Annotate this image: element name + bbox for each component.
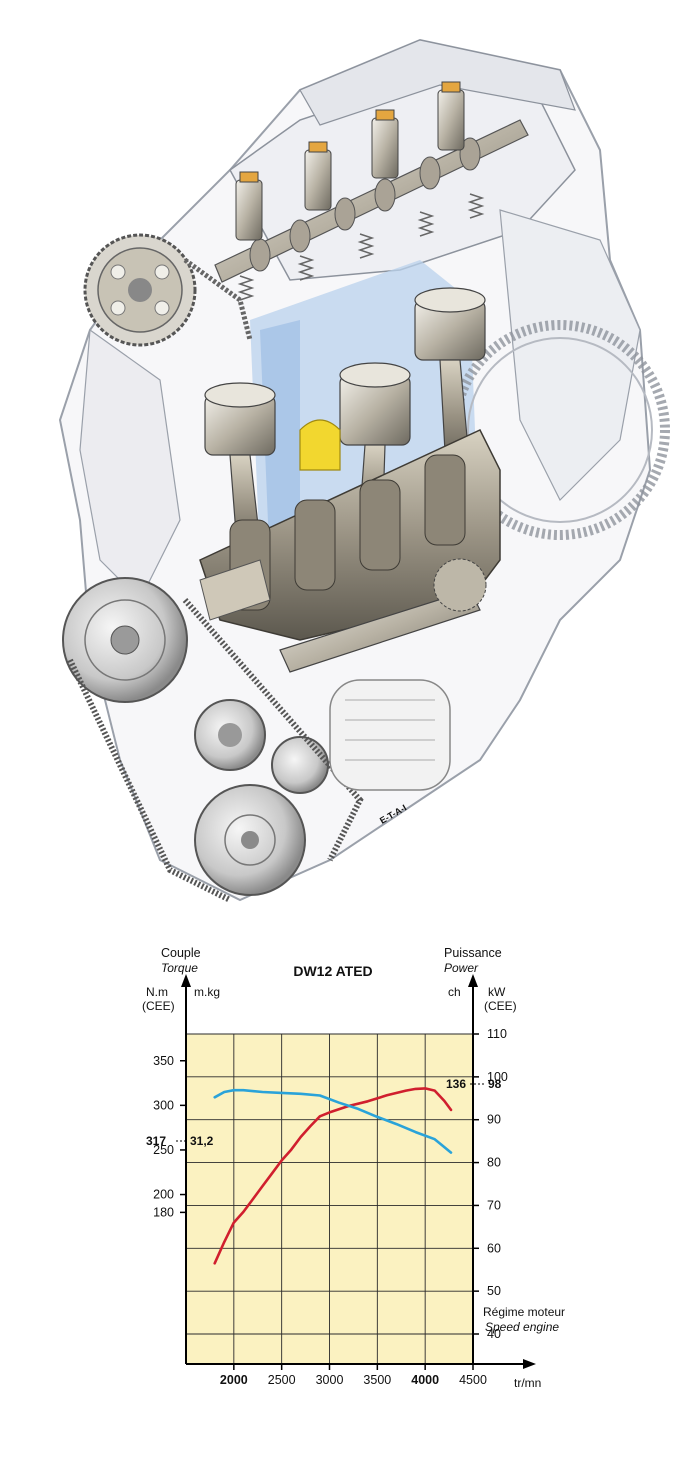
right-tick-label: 110 [487,1027,507,1041]
alternator [329,679,451,791]
left-tick-label: 200 [153,1188,174,1202]
torque-unit-cee: (CEE) [142,999,175,1013]
valve-springs [237,193,485,301]
power-label-fr: Puissance [444,946,502,960]
chart-title: DW12 ATED [293,963,372,979]
x-axis-arrow [523,1359,536,1369]
x-tick-label: 2000 [220,1373,248,1387]
right-tick-label: 80 [487,1156,501,1170]
series-line-torque [213,1088,453,1154]
torque-label-fr: Couple [161,946,201,960]
timing-belt-gear [83,233,253,347]
marked-power-kw: 98 [488,1077,502,1091]
x-axis-unit: tr/mn [514,1376,541,1390]
marked-power-ch: 136 [446,1077,466,1091]
marked-torque-nm: 317 [146,1134,166,1148]
accessory-pulleys [62,577,364,903]
torque-unit-mkg: m.kg [194,985,220,999]
injectors [235,81,465,241]
series-line-power [213,1087,453,1265]
right-tick-label: 100 [487,1070,508,1084]
grid-lines [186,1033,473,1364]
marker-leaders [176,1083,486,1142]
left-tick-label: 250 [153,1143,174,1157]
axis-ticks: 2000 2500 3000 3500 4000 4500 40 50 60 70 80 90 100 1… [153,1027,508,1387]
x-tick-label: 4500 [459,1373,487,1387]
torque-label-en: Torque [161,961,198,975]
flywheel [450,320,670,540]
balance-shaft [279,558,487,673]
x-axis-label-en: Speed engine [485,1320,559,1334]
x-tick-label: 4000 [411,1373,439,1387]
pistons [204,287,486,471]
torque-power-chart: DW12 ATED Couple Torque N.m (CEE) m.kg P… [142,946,565,1390]
power-unit-kw: kW [488,985,506,999]
engine-cutaway-illustration: E-T-A-I [58,38,670,903]
power-unit-cee: (CEE) [484,999,517,1013]
axes [181,974,536,1369]
right-tick-label: 60 [487,1241,501,1255]
x-tick-label: 2500 [268,1373,296,1387]
right-axis-arrow [468,974,478,987]
x-tick-label: 3500 [363,1373,391,1387]
crankshaft [199,429,501,641]
x-tick-label: 3000 [316,1373,344,1387]
left-tick-label: 300 [153,1098,174,1112]
left-axis-arrow [181,974,191,987]
x-axis-label-fr: Régime moteur [483,1305,565,1319]
left-tick-label: 350 [153,1054,174,1068]
right-tick-label: 70 [487,1198,501,1212]
power-unit-ch: ch [448,985,461,999]
power-label-en: Power [444,961,479,975]
series-layer [213,1087,453,1265]
right-tick-label: 40 [487,1327,501,1341]
right-tick-label: 50 [487,1284,501,1298]
torque-unit-nm: N.m [146,985,168,999]
right-tick-label: 90 [487,1113,501,1127]
left-tick-label: 180 [153,1205,174,1219]
marked-torque-mkg: 31,2 [190,1134,214,1148]
